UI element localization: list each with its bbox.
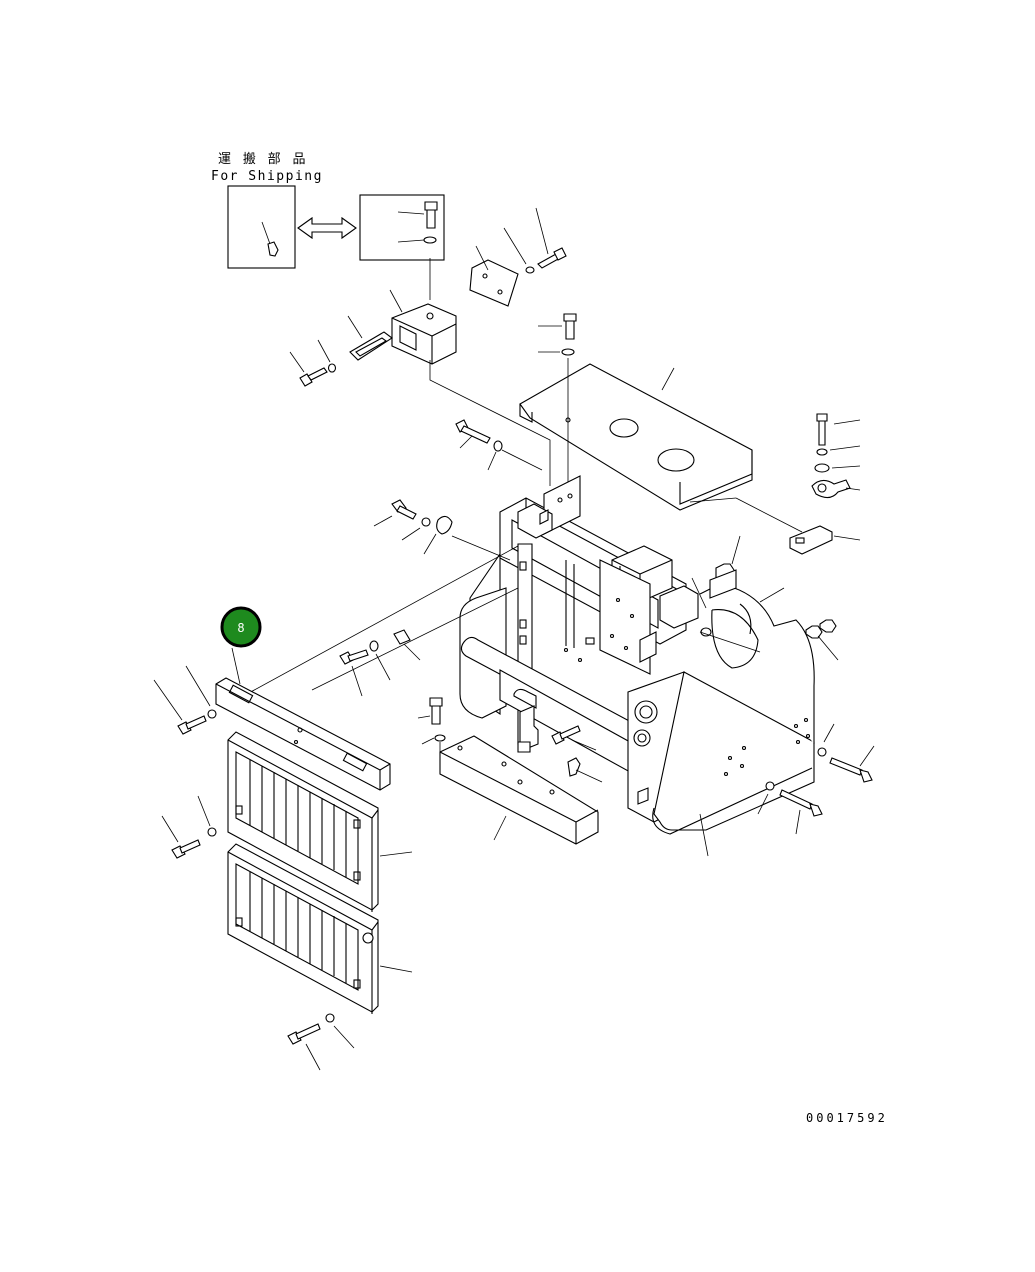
callout-badge-8[interactable]: 8 [220, 606, 262, 648]
shipping-label-japanese: 運 搬 部 品 [218, 152, 307, 167]
main-frame [459, 475, 699, 773]
shipping-label-english: For Shipping [211, 169, 323, 184]
callout-badge-label: 8 [237, 621, 244, 635]
double-arrow-icon [297, 216, 357, 240]
right-lower-fasteners [757, 723, 875, 835]
frame-right-fasteners [699, 535, 839, 661]
upper-bracket-assembly [289, 207, 567, 486]
right-side-panel [627, 577, 815, 857]
callout-badge-circle [220, 606, 262, 648]
shipping-detail-box-right [359, 194, 445, 300]
lower-grille [227, 843, 413, 1014]
upper-grille [227, 731, 413, 912]
right-mount-parts [689, 413, 861, 555]
top-cover-plate [519, 313, 753, 511]
frame-left-fasteners [339, 419, 543, 697]
drawing-number: 00017592 [806, 1111, 888, 1125]
bottom-crossbeam [417, 697, 603, 845]
shipping-detail-box-left [227, 185, 296, 269]
callout-leader-lines [231, 545, 519, 701]
front-plate [215, 677, 391, 791]
left-fasteners [153, 665, 355, 1071]
